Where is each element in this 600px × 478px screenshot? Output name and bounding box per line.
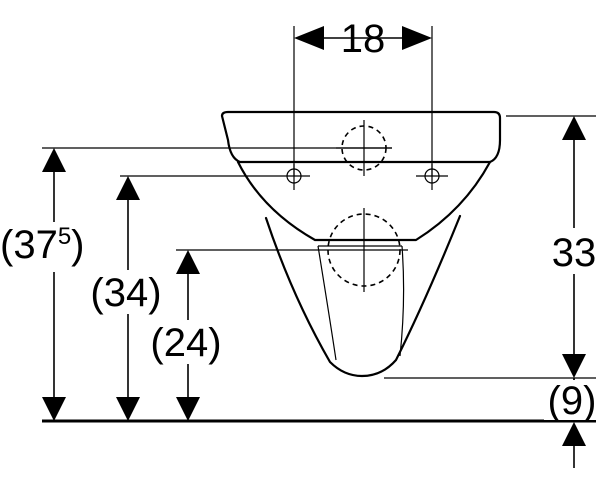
dimension-37-5-label: (375) [0,223,85,267]
bolt-holes [282,164,448,190]
dimension-24: (24) [146,250,232,421]
extension-lines [42,26,596,379]
dimension-37-5: (375) [0,148,102,421]
toilet-bowl [220,110,502,378]
dimension-33-label: 33 [552,231,597,275]
dimension-24-label: (24) [150,321,221,365]
dimension-33: 33 [540,116,600,378]
dimension-18: 18 [294,17,432,61]
dimension-9-label: (9) [548,379,597,423]
dimension-34-label: (34) [90,271,161,315]
dimension-34: (34) [84,176,170,421]
dimension-18-label: 18 [341,17,386,61]
hidden-fixture-circles [320,120,408,292]
dimension-9: (9) [544,378,600,468]
